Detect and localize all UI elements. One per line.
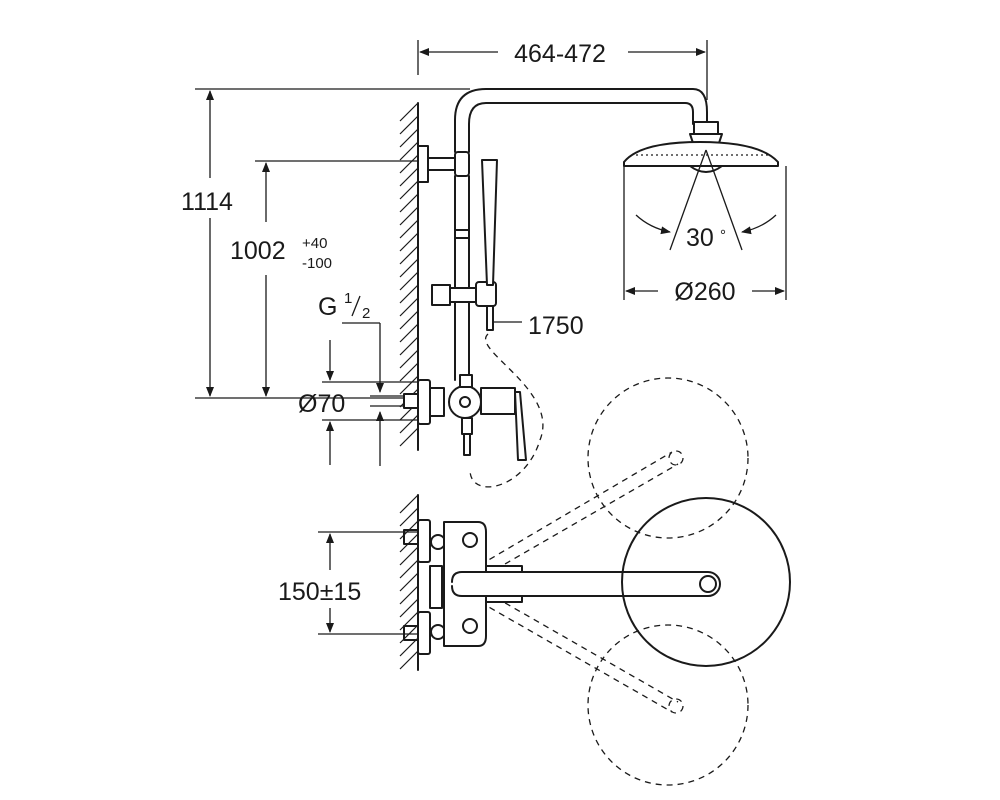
wall-hatch-line	[399, 375, 419, 395]
dimension-label-rosette: Ø70	[298, 390, 345, 418]
dimension-mixer-height: 1002 +40 -100	[230, 160, 418, 397]
shower-column-side: 1750	[403, 88, 708, 488]
dimension-tolerance-plus: +40	[302, 235, 327, 252]
wall-hatch-line	[399, 115, 419, 135]
wall-hatch-line	[399, 650, 419, 670]
wall-hatch-line	[399, 559, 419, 579]
wall-hatch-line	[399, 611, 419, 631]
wall-hatch-line	[399, 284, 419, 304]
dimension-label-mixer-height: 1002	[230, 237, 286, 265]
dimension-total-height: 1114	[181, 88, 470, 399]
dimension-label-center: 150±15	[278, 578, 361, 606]
wall-hatch-line	[399, 128, 419, 148]
wall-hatch-line	[399, 494, 419, 514]
wall-hatch-line	[399, 598, 419, 618]
wall-hatch-line	[399, 193, 419, 213]
dimension-center-distance: 150±15	[278, 531, 418, 635]
wall-hatch-line	[399, 336, 419, 356]
wall-hatch-line	[399, 349, 419, 369]
wall-hatch-line	[399, 310, 419, 330]
wall-hatch-line	[399, 271, 419, 291]
dimension-tolerance-minus: -100	[302, 255, 332, 272]
wall-hatch-line	[399, 507, 419, 527]
wall-hatch-line	[399, 180, 419, 200]
wall-hatch-line	[399, 427, 419, 447]
dimension-label-total-height: 1114	[181, 188, 233, 216]
dimension-top-width: 464-472	[417, 40, 708, 100]
wall-top-view-hatch	[399, 494, 419, 670]
wall-hatch-line	[399, 520, 419, 540]
wall-hatch-line	[399, 206, 419, 226]
wall-hatch-line	[399, 102, 419, 122]
wall-hatch-line	[399, 154, 419, 174]
thread-label: G	[318, 293, 337, 321]
dimension-rosette: Ø70	[298, 340, 418, 465]
thread-denominator: 2	[362, 305, 370, 322]
wall-hatch-line	[399, 297, 419, 317]
dimension-label-top-width: 464-472	[514, 40, 606, 68]
wall-hatch-line	[399, 637, 419, 657]
angle-label: 30	[686, 224, 714, 252]
wall-hatch-line	[399, 533, 419, 553]
spray-angle: 30 °	[635, 149, 777, 252]
wall-hatch-line	[399, 232, 419, 252]
wall-hatch-line	[399, 414, 419, 434]
wall-hatch-line	[399, 219, 419, 239]
wall-hatch-line	[399, 167, 419, 187]
wall-hatch-line	[399, 141, 419, 161]
degree-symbol: °	[720, 227, 726, 244]
wall-hatch-line	[399, 258, 419, 278]
thread-numerator: 1	[344, 290, 352, 307]
wall-hatch-line	[399, 585, 419, 605]
wall-hatch-line	[399, 323, 419, 343]
thread-size-label: G 1 2	[318, 290, 384, 466]
wall-hatch-line	[399, 546, 419, 566]
dimension-label-hose: 1750	[528, 312, 584, 340]
shower-head-side	[623, 121, 779, 173]
wall-hatch-line	[399, 624, 419, 644]
dimension-head-diameter: Ø260	[623, 166, 787, 306]
dimension-label-head: Ø260	[674, 278, 735, 306]
wall-hatch-line	[399, 362, 419, 382]
wall-hatch-line	[399, 245, 419, 265]
top-view	[403, 377, 791, 786]
wall-hatch-line	[399, 572, 419, 592]
